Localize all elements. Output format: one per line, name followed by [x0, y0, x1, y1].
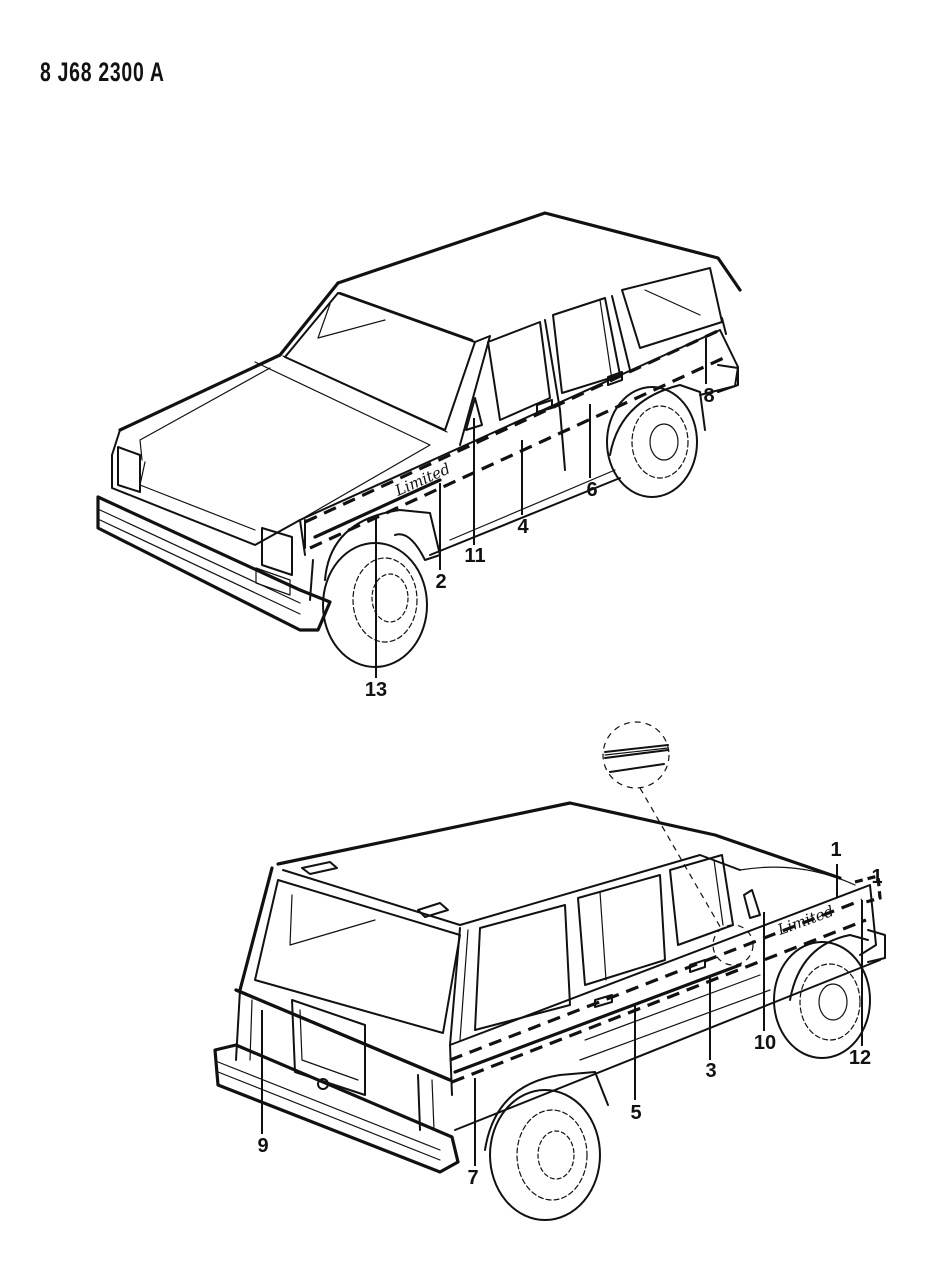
- callout-13: 13: [364, 679, 388, 701]
- limited-script-rear: Limited: [774, 902, 836, 939]
- rear-view-vehicle: Limited: [213, 801, 886, 1221]
- callout-3: 3: [705, 1060, 717, 1082]
- document-id: 8 J68 2300 A: [40, 57, 165, 87]
- callout-5: 5: [630, 1102, 642, 1124]
- rear-view-leaders: [261, 864, 863, 1166]
- callout-11: 11: [464, 545, 486, 567]
- front-view-leaders: [375, 338, 707, 678]
- callout-4: 4: [517, 516, 529, 538]
- stripe-detail-magnifier: [602, 721, 723, 931]
- front-view-vehicle: Limited: [96, 211, 742, 668]
- callout-9: 9: [257, 1135, 269, 1157]
- callout-10: 10: [753, 1032, 777, 1054]
- callout-8: 8: [703, 385, 715, 407]
- callout-1-bracket: 1: [871, 866, 883, 888]
- callout-6: 6: [586, 479, 598, 501]
- callout-2: 2: [435, 571, 447, 593]
- callout-12: 12: [848, 1047, 872, 1069]
- callout-7: 7: [467, 1167, 479, 1189]
- callout-1-upper: 1: [830, 839, 842, 861]
